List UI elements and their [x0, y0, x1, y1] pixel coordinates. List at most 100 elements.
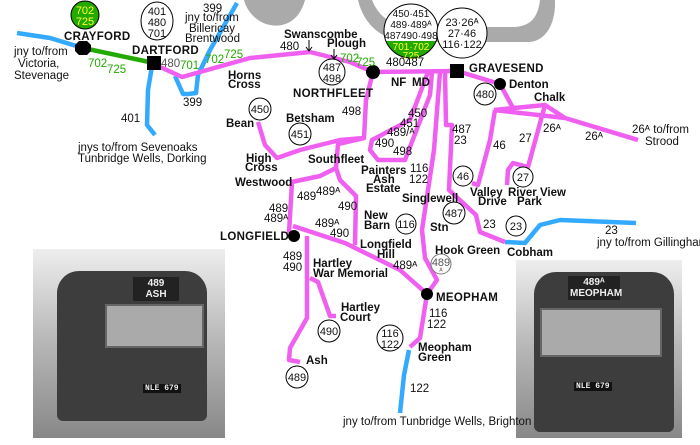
place-longfield-hill: Longfield: [360, 239, 412, 251]
svg-text:46: 46: [457, 171, 469, 183]
route-label: 122: [427, 319, 446, 331]
route-label: 702: [205, 54, 224, 66]
svg-text:489: 489: [288, 372, 306, 384]
route-label: 487: [405, 57, 424, 69]
svg-text:489·489ᴬ: 489·489ᴬ: [390, 20, 432, 31]
route-label: 480: [280, 41, 299, 53]
place-painters-ash: Painters: [361, 165, 406, 177]
route-circle-hartley-court: 490: [317, 319, 341, 343]
route-label: 489ᴬ: [393, 260, 418, 272]
note-victoria: Stevenage: [14, 70, 69, 82]
place-betsham: Betsham: [286, 113, 335, 125]
route-ash: [286, 236, 310, 365]
label-399: 399: [183, 97, 202, 109]
destination-blind: 489 ASH: [133, 277, 179, 301]
route-label: 27: [519, 133, 532, 145]
route-label: 450: [408, 108, 427, 120]
note-sevenoaks: Tunbridge Wells, Dorking: [78, 153, 206, 165]
route-northfleet-south: [255, 71, 376, 161]
place-hartley-court: Hartley: [341, 302, 381, 314]
route-hartley-court: [308, 275, 336, 319]
note-victoria: jny to/from: [13, 46, 68, 58]
longfield-node: [288, 230, 300, 242]
route-label: 489: [283, 251, 302, 263]
route-26a: [493, 102, 639, 143]
arrow-down-icon: [330, 49, 338, 60]
blind-route: 489ᴬ: [583, 277, 605, 288]
connection-399: [172, 1, 239, 97]
svg-text:701: 701: [148, 28, 166, 40]
place-gravesend: GRAVESEND: [469, 63, 544, 75]
place-nf: NF: [391, 77, 406, 89]
route-label: 451: [400, 118, 419, 130]
note-sevenoaks: jnys to/from Sevenoaks: [77, 142, 198, 154]
place-horns-cross: Cross: [228, 79, 261, 91]
note-strood: 26ᴬ to/from: [632, 124, 689, 136]
dartford-node: [147, 56, 161, 70]
route-label: 46: [493, 140, 506, 152]
route-label: 725: [107, 64, 126, 76]
place-high-cross: High: [246, 153, 272, 165]
connection-401: [144, 65, 157, 137]
svg-text:27: 27: [517, 172, 529, 184]
route-label: 489ᴬ: [264, 213, 289, 225]
svg-text:122: 122: [381, 339, 399, 351]
place-denton: Denton: [509, 79, 549, 91]
route-label: 26ᴬ: [543, 123, 562, 135]
route-label: 489: [269, 203, 288, 215]
svg-text:489: 489: [432, 257, 450, 269]
route-label: 116: [429, 308, 447, 320]
svg-text:116: 116: [381, 328, 399, 340]
svg-text:702: 702: [76, 5, 94, 17]
svg-text:480: 480: [148, 17, 166, 29]
svg-text:450: 450: [251, 104, 269, 116]
route-circle-hook-green: 489ᴬ: [430, 253, 452, 275]
place-cobham: Cobham: [507, 247, 553, 259]
route-label: 487: [452, 124, 471, 136]
meopham-node: [421, 288, 433, 300]
label-122: 122: [410, 383, 429, 395]
svg-text:480: 480: [476, 89, 494, 101]
place-river-view-park: Park: [517, 196, 543, 208]
place-swanscombe: Swanscombe: [284, 29, 358, 41]
route-label: 490: [330, 228, 349, 240]
svg-text:701·702: 701·702: [393, 42, 430, 53]
svg-text:116·122: 116·122: [442, 39, 482, 51]
note-billericay: Brentwood: [185, 33, 240, 45]
place-high-cross: Cross: [245, 162, 278, 174]
label-401: 401: [121, 113, 140, 125]
route-circle-river-view: 27: [512, 166, 534, 188]
route-label: 489/ᴬ: [387, 127, 415, 139]
place-new-barn: Barn: [364, 220, 390, 232]
route-label: 26ᴬ: [585, 131, 604, 143]
svg-text:450·451: 450·451: [393, 9, 430, 20]
place-painters-ash: Ash: [373, 174, 395, 186]
bus-photo-right: 489ᴬ MEOPHAM NLE 679: [516, 260, 682, 438]
svg-text:451: 451: [291, 129, 309, 141]
arrow-down-icon: [305, 40, 313, 52]
place-new-barn: New: [364, 210, 388, 222]
place-singlewell: Singlewell: [402, 193, 458, 205]
place-painters-ash: Estate: [366, 183, 401, 195]
place-river-view-park: River View: [508, 187, 566, 199]
route-label: 489ᴬ: [315, 218, 340, 230]
route-label: 725: [356, 57, 375, 69]
route-circle-bean: 450: [248, 97, 272, 121]
svg-text:23·26ᴬ: 23·26ᴬ: [445, 17, 478, 29]
route-longfield-meopham: [292, 223, 429, 296]
blind-destination: MEOPHAM: [570, 288, 623, 299]
river-thames: [244, 0, 305, 26]
svg-text:490: 490: [320, 326, 338, 338]
route-label: 490: [283, 262, 302, 274]
route-label: 489ᴬ: [316, 186, 341, 198]
route-label: 23: [483, 219, 496, 231]
destination-blind: 489ᴬ MEOPHAM: [568, 276, 623, 300]
svg-text:116: 116: [397, 219, 415, 231]
route-circle-ash: 489: [285, 365, 309, 389]
place-hook-green: Hook Green: [435, 245, 500, 257]
svg-text:27·46: 27·46: [448, 28, 476, 40]
